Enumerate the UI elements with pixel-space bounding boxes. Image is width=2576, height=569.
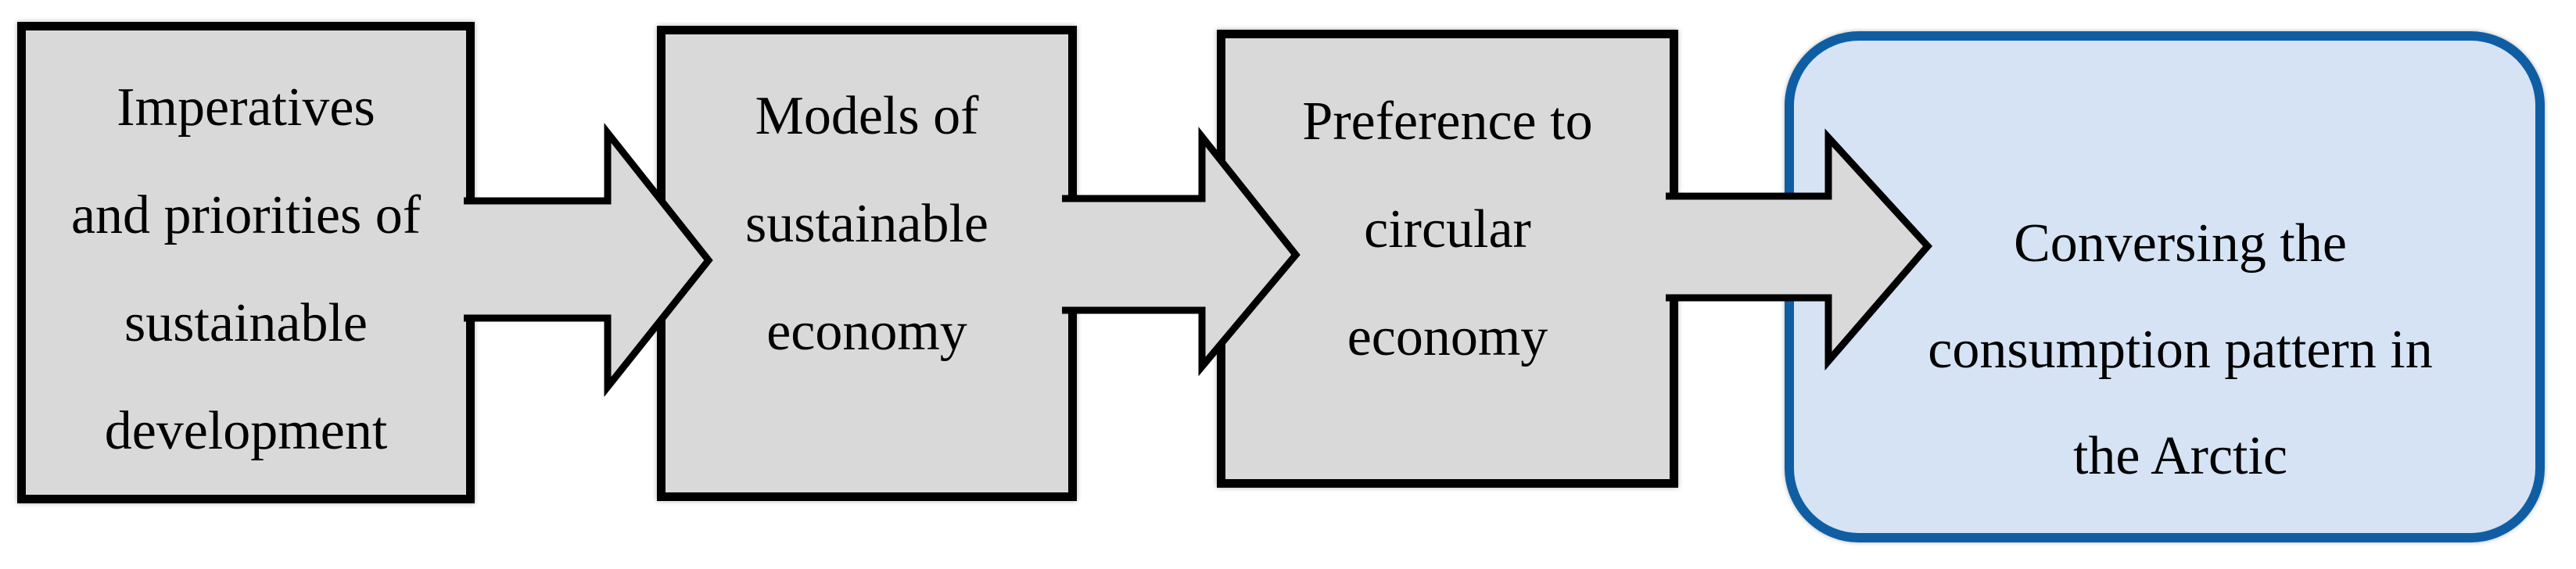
stage-box-imperatives: Imperatives and priorities of sustainabl… (17, 22, 475, 503)
stage-box-models: Models of sustainable economy (657, 26, 1077, 501)
box-text-line: consumption pattern in (1928, 320, 2433, 380)
box-text-line: and priorities of (70, 185, 422, 245)
box-text-line: development (104, 401, 388, 461)
result-box-conversing: Conversing the consumption pattern in th… (1785, 31, 2545, 542)
stage-box-preference: Preference to circular economy (1217, 30, 1678, 488)
box-text-line: economy (766, 302, 967, 362)
box-text-line: Preference to (1302, 91, 1593, 152)
box-text-line: circular (1364, 199, 1531, 259)
box-text-line: the Arctic (2072, 426, 2288, 486)
box-text-line: Models of (755, 86, 979, 146)
box-text-line: sustainable (124, 293, 368, 353)
box-text-line: Conversing the (2014, 213, 2347, 274)
box-text-line: Imperatives (117, 77, 375, 138)
box-text-line: economy (1347, 307, 1548, 367)
box-text-line: sustainable (744, 194, 989, 254)
